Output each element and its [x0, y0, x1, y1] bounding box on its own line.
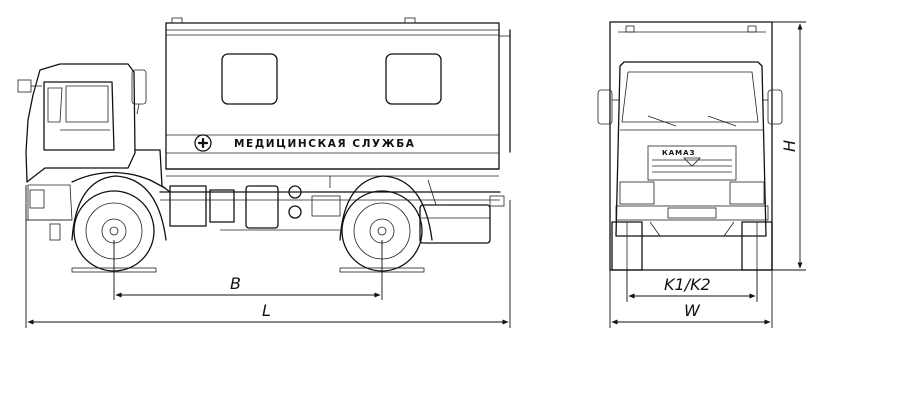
cab — [17, 63, 147, 241]
front-wheel — [71, 175, 167, 273]
dimension-wheelbase: B — [113, 240, 383, 300]
dimension-length-label: L — [262, 301, 271, 320]
body-window-front — [221, 53, 278, 105]
grille-brand: КАМАЗ — [662, 149, 696, 157]
rear-wheel — [339, 175, 433, 273]
body-label: МЕДИЦИНСКАЯ СЛУЖБА — [234, 138, 416, 150]
headlight-left — [619, 181, 655, 205]
dimension-height-label: H — [780, 140, 799, 152]
dimension-track-label: K1/K2 — [664, 275, 711, 294]
chassis-frame — [71, 149, 505, 244]
dimension-height: H — [770, 21, 806, 271]
headlight-right — [729, 181, 765, 205]
front-cab — [597, 61, 783, 237]
side-view: МЕДИЦИНСКАЯ СЛУЖБА — [17, 17, 511, 328]
medical-body-box — [165, 17, 511, 177]
dimension-width-label: W — [684, 301, 701, 320]
body-window-rear — [385, 53, 442, 105]
dimension-width: W — [609, 270, 773, 328]
front-grille: КАМАЗ — [647, 145, 737, 181]
dimension-length: L — [25, 185, 511, 328]
dimension-wheelbase-label: B — [230, 274, 241, 293]
front-view: КАМАЗ H K1/K2 — [597, 21, 806, 328]
front-bumper — [615, 205, 769, 221]
medical-cross-icon — [194, 134, 212, 152]
front-body-outline — [609, 21, 773, 271]
dimension-track: K1/K2 — [626, 270, 758, 302]
